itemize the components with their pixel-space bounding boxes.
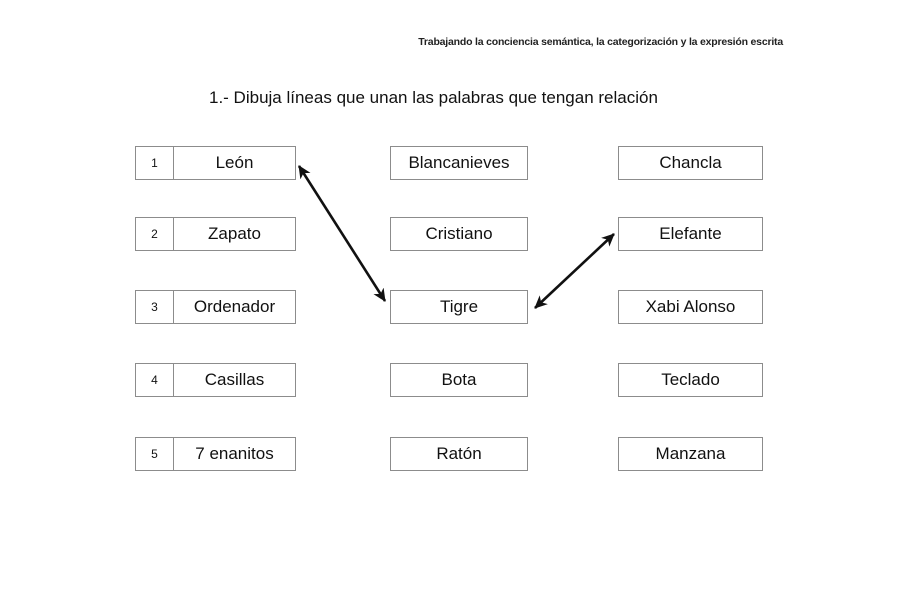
word-box-raton[interactable]: Ratón bbox=[390, 437, 528, 471]
word-box-cristiano[interactable]: Cristiano bbox=[390, 217, 528, 251]
word-box-bota[interactable]: Bota bbox=[390, 363, 528, 397]
word-label: Tigre bbox=[439, 297, 479, 316]
word-box-ordenador[interactable]: 3 Ordenador bbox=[135, 290, 296, 324]
row-number: 5 bbox=[136, 438, 174, 470]
word-label: Ordenador bbox=[193, 297, 276, 316]
header-note: Trabajando la conciencia semántica, la c… bbox=[418, 36, 783, 48]
word-box-elefante[interactable]: Elefante bbox=[618, 217, 763, 251]
row-number: 2 bbox=[136, 218, 174, 250]
word-box-leon[interactable]: 1 León bbox=[135, 146, 296, 180]
word-label: Manzana bbox=[655, 444, 726, 463]
word-box-7-enanitos[interactable]: 5 7 enanitos bbox=[135, 437, 296, 471]
word-box-manzana[interactable]: Manzana bbox=[618, 437, 763, 471]
word-label: 7 enanitos bbox=[195, 444, 274, 463]
word-label: Chancla bbox=[659, 153, 722, 172]
word-label: Zapato bbox=[208, 224, 261, 243]
relation-arrow bbox=[534, 233, 615, 309]
word-label: Ratón bbox=[436, 444, 482, 463]
row-number: 3 bbox=[136, 291, 174, 323]
word-box-casillas[interactable]: 4 Casillas bbox=[135, 363, 296, 397]
word-box-chancla[interactable]: Chancla bbox=[618, 146, 763, 180]
word-box-tigre[interactable]: Tigre bbox=[390, 290, 528, 324]
word-label: Cristiano bbox=[425, 224, 493, 243]
word-label: Elefante bbox=[659, 224, 722, 243]
row-number: 1 bbox=[136, 147, 174, 179]
word-label: León bbox=[215, 153, 254, 172]
relation-arrow bbox=[297, 165, 387, 302]
word-label: Casillas bbox=[204, 370, 265, 389]
word-box-blancanieves[interactable]: Blancanieves bbox=[390, 146, 528, 180]
word-label: Teclado bbox=[661, 370, 720, 389]
exercise-title: 1.- Dibuja líneas que unan las palabras … bbox=[209, 88, 658, 107]
row-number: 4 bbox=[136, 364, 174, 396]
word-box-teclado[interactable]: Teclado bbox=[618, 363, 763, 397]
word-box-xabi-alonso[interactable]: Xabi Alonso bbox=[618, 290, 763, 324]
word-label: Blancanieves bbox=[408, 153, 510, 172]
word-label: Bota bbox=[441, 370, 477, 389]
word-label: Xabi Alonso bbox=[645, 297, 736, 316]
word-box-zapato[interactable]: 2 Zapato bbox=[135, 217, 296, 251]
